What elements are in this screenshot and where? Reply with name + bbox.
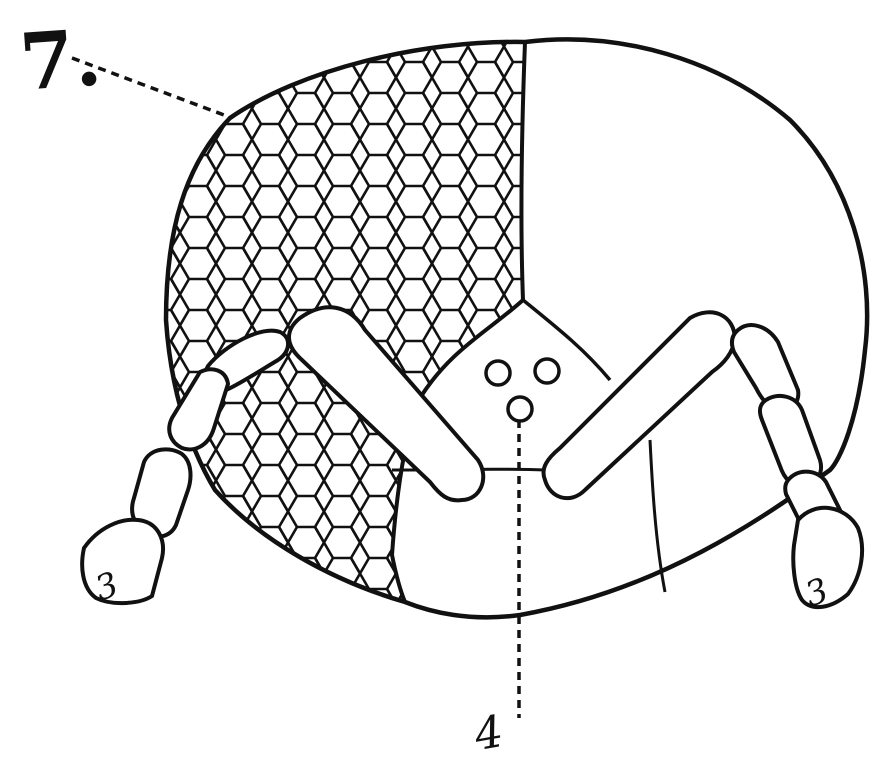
- eye-label: 7.: [17, 19, 104, 102]
- ocellus-left: [486, 361, 510, 385]
- ocellus-right: [535, 359, 559, 383]
- ocellus-median: [508, 397, 532, 421]
- antenna-left-club: [82, 520, 163, 603]
